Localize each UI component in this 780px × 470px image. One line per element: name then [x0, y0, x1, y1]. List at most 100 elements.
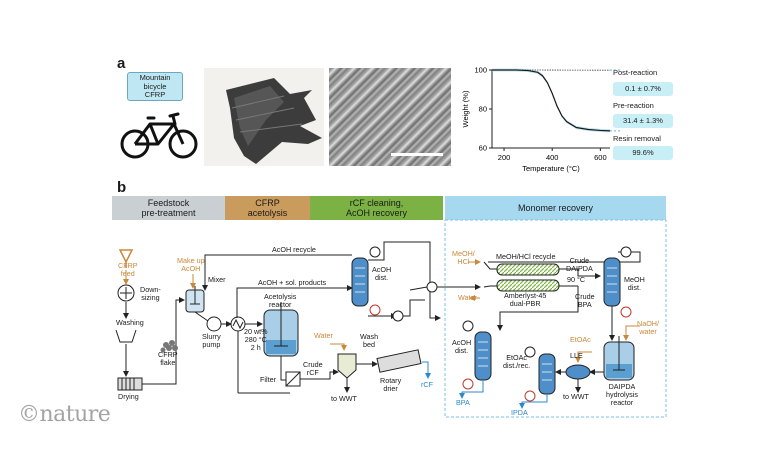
label-line: Wash	[360, 332, 379, 341]
label-line: dist.	[454, 346, 469, 355]
label-line: reactor	[610, 398, 634, 407]
bpa-label: BPA	[456, 398, 470, 407]
label-line: 2 h	[250, 343, 261, 352]
nature-watermark: ©nature	[18, 402, 111, 427]
label-line: pump	[202, 340, 221, 349]
label-line: reactor	[268, 300, 292, 309]
mixer-label: Mixer	[208, 275, 226, 284]
pre-reaction-label: Pre-reaction	[613, 101, 654, 110]
label-line: AcOH	[452, 338, 472, 347]
pre-reaction-line	[492, 69, 611, 132]
label-line: dist.	[374, 273, 389, 282]
label-line: DAIPDA	[608, 382, 636, 391]
x-axis-label: Temperature (°C)	[522, 164, 580, 173]
stage-line: rCF cleaning,	[349, 198, 404, 208]
bike-label: Mountain bicycle CFRP	[127, 72, 183, 101]
label-line: Acetolysis	[264, 292, 297, 301]
etoac-label: EtOAc	[570, 335, 591, 344]
stage-line: Monomer recovery	[517, 203, 594, 213]
stage-line: Feedstock	[147, 198, 190, 208]
resin-removal-value: 99.6%	[613, 146, 673, 160]
stage-line: AcOH recovery	[345, 208, 407, 218]
down-sizing-label: Down-sizing	[140, 286, 161, 302]
label-line: Slurry	[202, 332, 221, 341]
label-line: MeOH	[624, 275, 645, 284]
acoh-sol-products-label: AcOH + sol. products	[258, 278, 327, 287]
label-line: Crude	[303, 360, 323, 369]
temperature-label: 90 °C	[567, 275, 586, 284]
label-line: 280 °C	[244, 335, 267, 344]
stage-line: CFRP	[255, 198, 280, 208]
cfrp-flake-photo	[204, 68, 324, 166]
label-line: Crude	[569, 256, 590, 265]
resin-removal-label: Resin removal	[613, 134, 661, 143]
bicycle-icon	[120, 112, 198, 159]
meoh-hcl-label: MeOH/HCl	[452, 250, 475, 266]
naoh-water-label: NaOH/water	[637, 320, 659, 336]
stage-rcf-cleaning: rCF cleaning,AcOH recovery	[310, 196, 443, 220]
label-line: CFRP	[118, 261, 138, 270]
stage-line: acetolysis	[247, 208, 288, 218]
x-tick-label: 400	[546, 153, 559, 162]
water-label: Water	[314, 331, 333, 340]
filter-label: Filter	[260, 375, 276, 384]
bike-label-line: CFRP	[144, 90, 166, 99]
panel-a-letter: a	[117, 55, 126, 72]
bike-label-line: Mountain	[139, 73, 171, 82]
bike-label-line: bicycle	[143, 81, 167, 91]
lle-label: LLE	[570, 351, 583, 360]
label-line: flake	[160, 358, 176, 367]
label-line: drier	[383, 384, 398, 393]
scale-bar	[391, 153, 443, 156]
label-line: NaOH/	[637, 319, 659, 328]
label-line: BPA	[577, 300, 592, 309]
stage-line: pre-treatment	[141, 208, 196, 218]
label-line: dist.	[627, 283, 641, 292]
meoh-hcl-recycle-label: MeOH/HCl recycle	[496, 252, 556, 261]
label-line: Crude	[575, 292, 595, 301]
y-tick-label: 100	[474, 66, 487, 75]
label-line: Rotary	[380, 376, 402, 385]
label-line: AcOH	[372, 265, 392, 274]
pre-reaction-value: 31.4 ± 1.3%	[613, 114, 673, 128]
label-line: 20 wt%	[244, 327, 268, 336]
rcf-label: rCF	[421, 380, 433, 389]
y-tick-label: 60	[479, 144, 487, 153]
label-line: dual-PBR	[509, 299, 541, 308]
label-line: Amberlyst-45	[504, 291, 547, 300]
label-line: HCl	[457, 257, 470, 266]
x-tick-label: 200	[498, 153, 511, 162]
water-out-label: Water	[458, 293, 477, 302]
label-line: bed	[363, 340, 376, 349]
label-line: water	[639, 327, 657, 336]
label-line: AcOH	[181, 264, 201, 273]
label-line: hydrolysis	[606, 390, 638, 399]
label-line: MeOH/	[452, 249, 475, 258]
label-line: dist./rec.	[503, 361, 531, 370]
y-axis-label: Weight (%)	[461, 90, 470, 127]
ipda-label: IPDA	[511, 408, 528, 417]
to-wwt-2-label: to WWT	[563, 392, 589, 401]
sem-fiber-image	[329, 68, 451, 166]
label-line: Down-	[140, 285, 161, 294]
label-line: EtOAc	[506, 353, 527, 362]
label-line: CFRP	[158, 350, 178, 359]
